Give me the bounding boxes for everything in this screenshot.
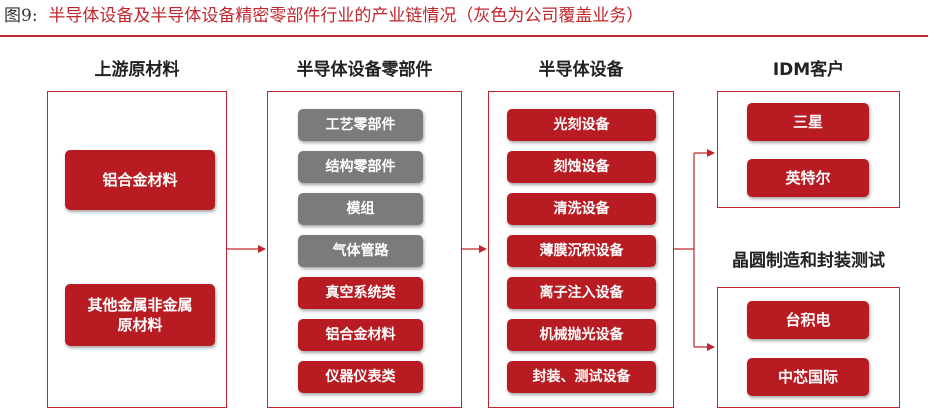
node-ion-implantation: 离子注入设备 <box>507 277 656 309</box>
heading-idm: IDM客户 <box>772 60 845 80</box>
node-tsmc: 台积电 <box>747 301 869 339</box>
heading-foundry: 晶圆制造和封装测试 <box>732 251 885 271</box>
figure-title: 图9: 半导体设备及半导体设备精密零部件行业的产业链情况（灰色为公司覆盖业务） <box>4 3 904 29</box>
node-smic: 中芯国际 <box>747 358 869 396</box>
node-etching: 刻蚀设备 <box>507 151 656 183</box>
heading-equipment: 半导体设备 <box>538 60 624 80</box>
node-gas-lines: 气体管路 <box>298 235 423 267</box>
node-aluminum-alloy-raw: 铝合金材料 <box>65 150 215 210</box>
node-packaging-testing: 封装、测试设备 <box>507 361 656 393</box>
node-instruments: 仪器仪表类 <box>298 361 423 393</box>
node-cleaning: 清洗设备 <box>507 193 656 225</box>
node-vacuum-systems: 真空系统类 <box>298 277 423 309</box>
title-divider <box>0 35 928 37</box>
node-thin-film-deposition: 薄膜沉积设备 <box>507 235 656 267</box>
node-intel: 英特尔 <box>747 159 869 197</box>
node-process-parts: 工艺零部件 <box>298 109 423 141</box>
heading-raw-materials: 上游原材料 <box>94 60 180 80</box>
figure-title-text: 半导体设备及半导体设备精密零部件行业的产业链情况（灰色为公司覆盖业务） <box>48 6 644 26</box>
node-other-materials-line2: 原材料 <box>117 316 163 334</box>
node-samsung: 三星 <box>747 103 869 141</box>
node-lithography: 光刻设备 <box>507 109 656 141</box>
node-other-materials: 其他金属非金属 原材料 <box>65 284 215 346</box>
heading-components: 半导体设备零部件 <box>296 60 433 80</box>
node-other-materials-line1: 其他金属非金属 <box>87 296 193 314</box>
node-modules: 模组 <box>298 193 423 225</box>
panel-raw-materials <box>47 91 227 408</box>
node-structural-parts: 结构零部件 <box>298 151 423 183</box>
node-aluminum-alloy-part: 铝合金材料 <box>298 319 423 351</box>
figure-label: 图9: <box>4 6 38 26</box>
node-cmp: 机械抛光设备 <box>507 319 656 351</box>
